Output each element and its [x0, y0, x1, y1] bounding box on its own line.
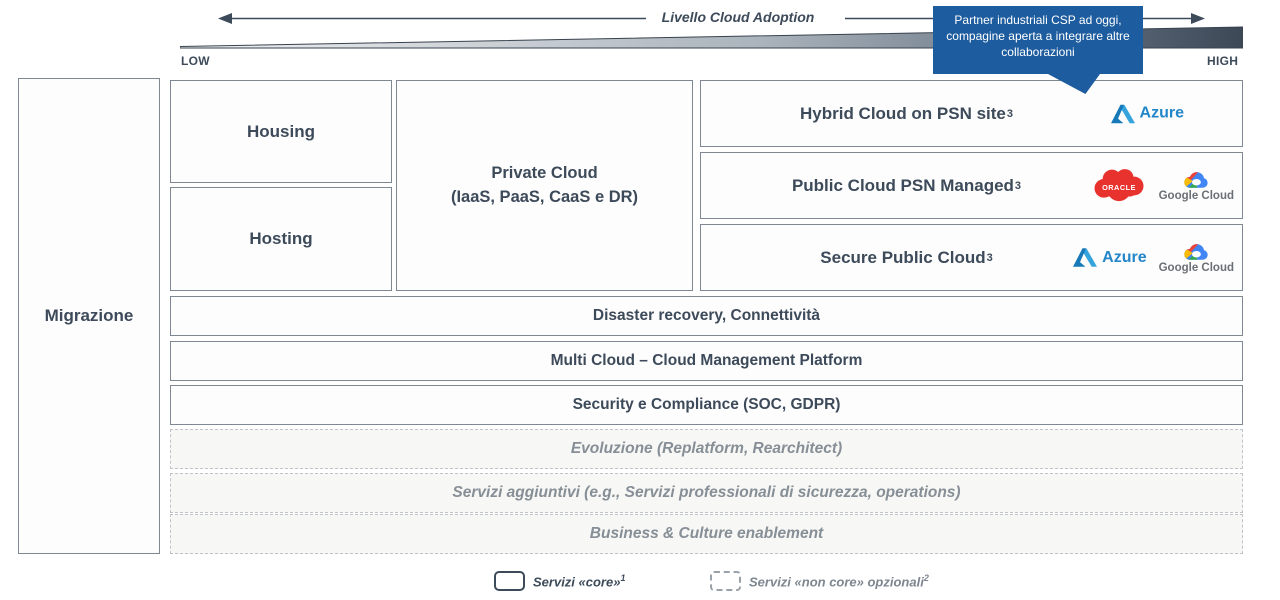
bar-security-compliance: Security e Compliance (SOC, GDPR)	[170, 385, 1243, 425]
partner-callout: Partner industriali CSP ad oggi, compagi…	[933, 6, 1143, 74]
bar-servizi-aggiuntivi: Servizi aggiuntivi (e.g., Servizi profes…	[170, 473, 1243, 513]
low-label: LOW	[181, 54, 210, 68]
migrazione-label: Migrazione	[44, 306, 134, 325]
bar-multi-cloud: Multi Cloud – Cloud Management Platform	[170, 341, 1243, 381]
legend-core-swatch-icon	[494, 571, 525, 591]
azure-wordmark: Azure	[1139, 104, 1184, 122]
google-cloud-logo: Google Cloud	[1159, 170, 1234, 202]
google-cloud-wordmark: Google Cloud	[1158, 261, 1234, 274]
oracle-wordmark: ORACLE	[1102, 182, 1136, 191]
private-cloud-label-line1: Private Cloud	[491, 164, 598, 183]
bar-evoluzione: Evoluzione (Replatform, Rearchitect)	[170, 429, 1243, 469]
arrow-left-icon	[218, 13, 646, 24]
hybrid-cloud-logos: Azure	[1110, 104, 1184, 123]
legend-core-label: Servizi «core»1	[533, 573, 626, 590]
bar-business-culture: Business & Culture enablement	[170, 514, 1243, 554]
legend-noncore-label: Servizi «non core» opzionali2	[749, 573, 929, 590]
adoption-axis-title: Livello Cloud Adoption	[661, 9, 815, 25]
azure-wordmark: Azure	[1102, 248, 1147, 266]
hosting-box: Hosting	[170, 187, 392, 291]
google-cloud-logo: Google Cloud	[1159, 242, 1234, 274]
high-label: HIGH	[1207, 54, 1239, 68]
google-cloud-icon	[1184, 243, 1208, 260]
private-cloud-label-line2: (IaaS, PaaS, CaaS e DR)	[450, 187, 639, 206]
hosting-label: Hosting	[249, 229, 313, 248]
housing-box: Housing	[170, 80, 392, 183]
migrazione-box: Migrazione	[18, 78, 160, 554]
azure-logo: Azure	[1110, 104, 1184, 123]
google-cloud-wordmark: Google Cloud	[1158, 189, 1234, 202]
private-cloud-box: Private Cloud (IaaS, PaaS, CaaS e DR)	[396, 80, 693, 291]
legend-noncore-swatch-icon	[710, 571, 741, 591]
oracle-icon: ORACLE	[1094, 168, 1144, 201]
google-cloud-icon	[1184, 171, 1208, 188]
secure-public-cloud-logos: Azure Google Cloud	[1073, 242, 1234, 274]
public-cloud-psn-logos: ORACLE Goo	[1091, 168, 1234, 204]
azure-logo: Azure	[1073, 248, 1147, 267]
azure-icon	[1110, 104, 1135, 123]
azure-icon	[1073, 248, 1098, 267]
bar-disaster-recovery: Disaster recovery, Connettività	[170, 296, 1243, 336]
housing-label: Housing	[247, 121, 315, 141]
